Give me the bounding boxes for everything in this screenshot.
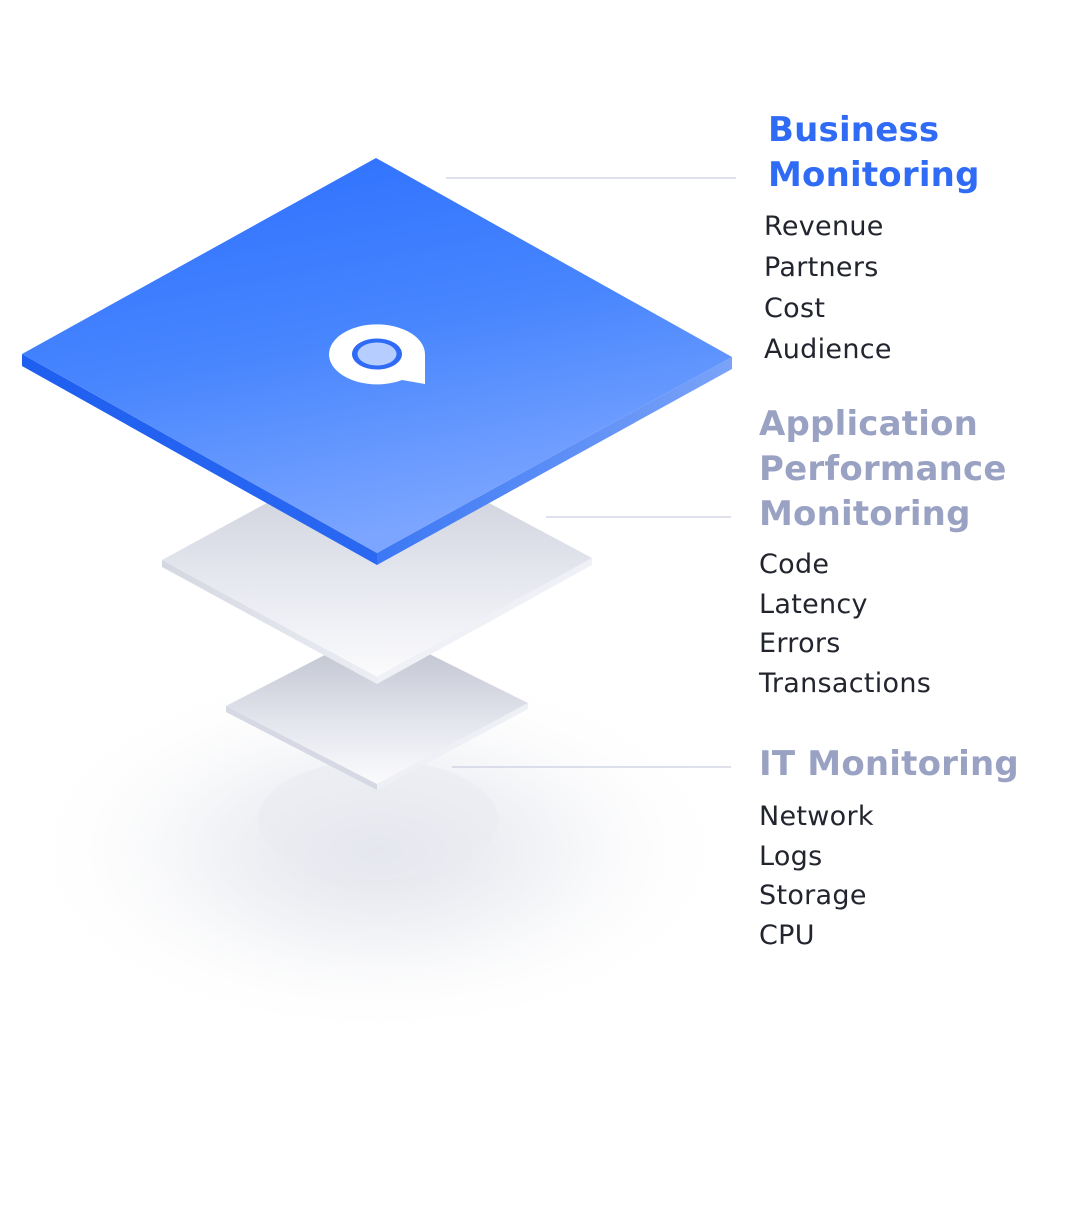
apm-title: Application Performance Monitoring	[759, 402, 1007, 537]
business-monitoring-title: Business Monitoring	[768, 108, 980, 198]
business-item: Partners	[764, 252, 879, 283]
it-title-line1: IT Monitoring	[759, 744, 1019, 784]
apm-item: Errors	[759, 628, 841, 659]
business-title-line1: Business	[768, 110, 940, 150]
it-items-list: Network Logs Storage CPU	[759, 797, 1019, 955]
it-monitoring-block: IT Monitoring Network Logs Storage CPU	[759, 742, 1019, 955]
it-item: Logs	[759, 840, 823, 872]
it-monitoring-title: IT Monitoring	[759, 742, 1019, 787]
apm-block: Application Performance Monitoring Code …	[759, 402, 1007, 703]
apm-title-line1: Application	[759, 404, 979, 444]
it-item: Storage	[759, 880, 867, 911]
apm-item: Code	[759, 549, 830, 580]
business-items-list: Revenue Partners Cost Audience	[764, 206, 980, 370]
business-monitoring-block: Business Monitoring Revenue Partners Cos…	[764, 108, 980, 370]
speech-bubble-logo-icon	[329, 324, 425, 385]
it-monitoring-plate	[226, 628, 528, 790]
business-title-line2: Monitoring	[768, 155, 980, 195]
it-item: Network	[759, 801, 874, 832]
apm-title-line3: Monitoring	[759, 494, 971, 534]
apm-item: Latency	[759, 588, 868, 620]
it-item: CPU	[759, 919, 815, 951]
stack-shadow-core	[258, 760, 498, 880]
business-item: Revenue	[764, 211, 884, 242]
business-item: Cost	[764, 293, 826, 324]
apm-item: Transactions	[759, 667, 932, 699]
apm-title-line2: Performance	[759, 449, 1007, 489]
apm-items-list: Code Latency Errors Transactions	[759, 545, 1007, 703]
business-item: Audience	[764, 334, 892, 365]
